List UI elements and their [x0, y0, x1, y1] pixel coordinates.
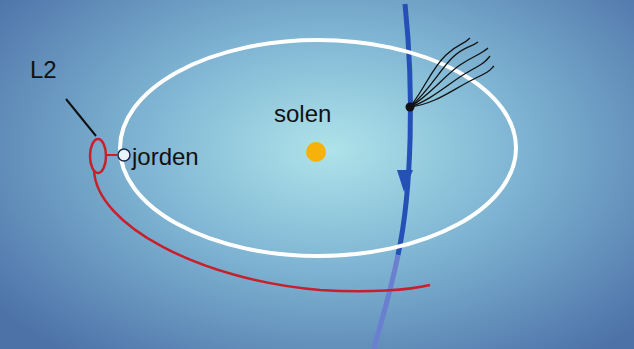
halo-orbit	[90, 139, 106, 173]
earth	[118, 149, 130, 161]
comet-nucleus	[406, 103, 415, 112]
comet-path	[374, 255, 398, 349]
sun	[306, 142, 326, 162]
leader-line	[66, 99, 96, 136]
earth-orbit	[120, 40, 516, 256]
comet-path	[398, 4, 410, 255]
point-label: L2	[30, 58, 57, 82]
transfer-trajectory	[94, 170, 430, 291]
comet-tail	[410, 38, 494, 107]
sun-label: solen	[274, 102, 331, 126]
trajectory-start	[106, 154, 117, 156]
earth-label: jorden	[132, 145, 199, 169]
arrow-head	[397, 170, 413, 192]
